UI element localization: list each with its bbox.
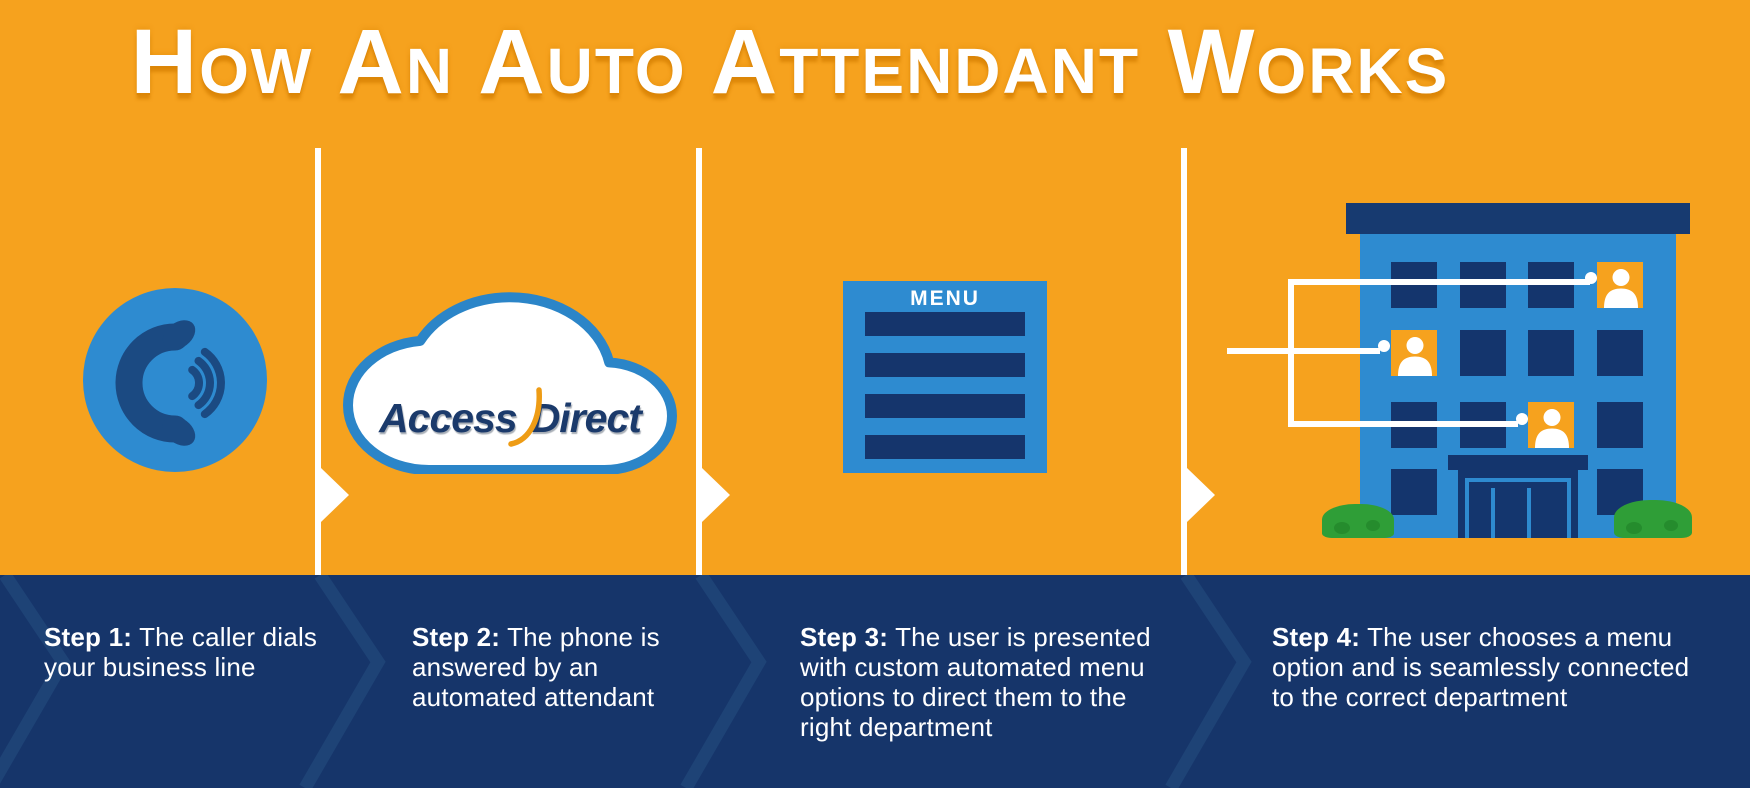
connector-line <box>1288 421 1518 427</box>
window <box>1596 330 1643 376</box>
step-3-description: Step 3: The user is presented with custo… <box>800 622 1151 742</box>
sound-waves-icon <box>188 347 225 419</box>
step-4-label: Step 4: <box>1272 622 1361 652</box>
menu-option-bar <box>865 353 1025 377</box>
steps-footer: Step 1: The caller dials your business l… <box>0 575 1750 788</box>
step-1-description: Step 1: The caller dials your business l… <box>44 622 318 682</box>
menu-option-bar <box>865 312 1025 336</box>
window <box>1459 262 1506 308</box>
menu-title: MENU <box>910 287 980 310</box>
menu-icon: MENU <box>843 281 1047 473</box>
page-title: How An Auto Attendant Works <box>130 11 1450 113</box>
swoosh-icon <box>507 387 542 447</box>
step-1-label: Step 1: <box>44 622 133 652</box>
building-roof <box>1346 203 1690 234</box>
logo-access-text: Access <box>379 395 518 441</box>
divider-line <box>696 148 730 575</box>
menu-option-bar <box>865 394 1025 418</box>
window <box>1528 262 1574 308</box>
department-window <box>1596 262 1643 308</box>
building-door <box>1458 470 1578 538</box>
window <box>1596 402 1643 448</box>
door-panel-divider <box>1527 488 1531 538</box>
divider-line <box>1181 148 1215 575</box>
arrow-right-icon <box>702 468 730 522</box>
door-awning <box>1448 455 1588 470</box>
person-icon <box>1535 409 1569 448</box>
bush-icon <box>1614 500 1692 538</box>
connector-line <box>1227 348 1380 354</box>
department-window <box>1528 402 1574 448</box>
step-2-label: Step 2: <box>412 622 501 652</box>
cloud-icon <box>342 270 678 474</box>
menu-option-bar <box>865 435 1025 459</box>
connector-ring <box>1516 413 1528 425</box>
logo-direct-text: Direct <box>530 395 642 441</box>
accessdirect-cloud-icon: Access Direct <box>342 270 678 474</box>
phone-handset-icon <box>83 288 267 472</box>
window <box>1391 262 1437 308</box>
chevron-decor-icon <box>0 575 1252 788</box>
connector-ring <box>1378 340 1390 352</box>
step-4-description: Step 4: The user chooses a menu option a… <box>1272 622 1690 712</box>
door-panel-divider <box>1491 488 1495 538</box>
connector-line <box>1288 279 1590 285</box>
step-3-label: Step 3: <box>800 622 889 652</box>
department-window <box>1391 330 1437 376</box>
bush-icon <box>1322 504 1394 538</box>
arrow-right-icon <box>1187 468 1215 522</box>
window <box>1391 469 1437 515</box>
connector-line <box>1288 279 1294 427</box>
phone-icon <box>83 288 267 472</box>
connector-ring <box>1585 272 1597 284</box>
person-icon <box>1603 269 1638 308</box>
window <box>1459 330 1506 376</box>
door-frame <box>1465 478 1571 538</box>
step-2-description: Step 2: The phone is answered by an auto… <box>412 622 660 712</box>
person-icon <box>1398 337 1432 376</box>
divider-line <box>315 148 349 575</box>
arrow-right-icon <box>321 468 349 522</box>
accessdirect-logo: Access Direct <box>342 386 678 447</box>
window <box>1528 330 1574 376</box>
